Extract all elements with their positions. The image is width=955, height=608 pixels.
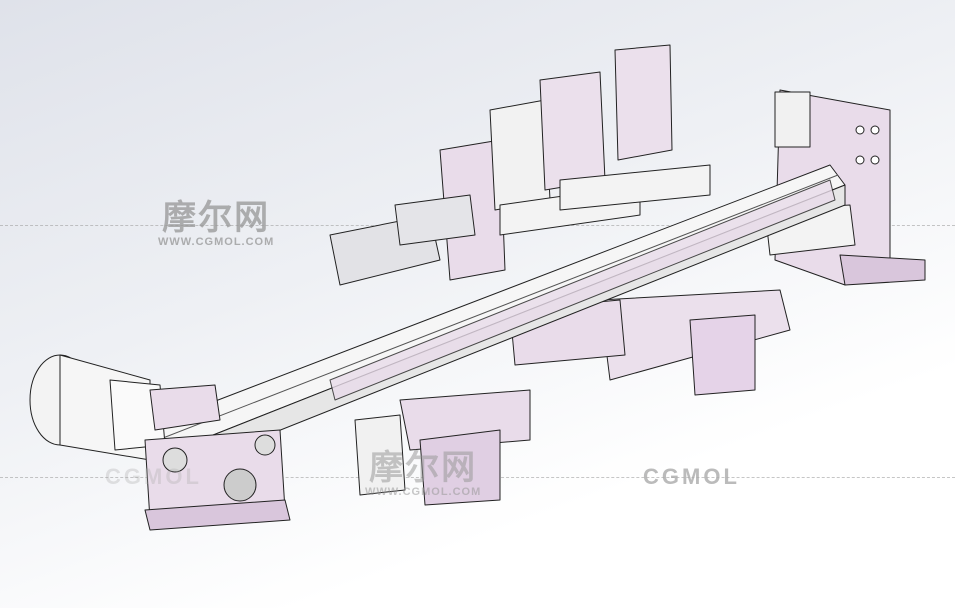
pick-head-assemblies [329,44,711,286]
drive-motor [29,354,221,461]
watermark-bottom-left: CGMOL [105,464,202,489]
watermark-center: 摩尔网 WWW.CGMOL.COM [365,450,481,498]
conveyor-beam [139,164,846,481]
watermark-bottom-right: CGMOL [643,464,740,489]
watermark-url: WWW.CGMOL.COM [365,486,482,498]
watermark-cn-text: 摩尔网 [162,199,271,237]
watermark-top-left: 摩尔网 WWW.CGMOL.COM [158,200,274,248]
left-drive-frame [144,429,291,531]
watermark-url: WWW.CGMOL.COM [158,236,275,248]
watermark-cn-text: 摩尔网 [369,449,478,487]
